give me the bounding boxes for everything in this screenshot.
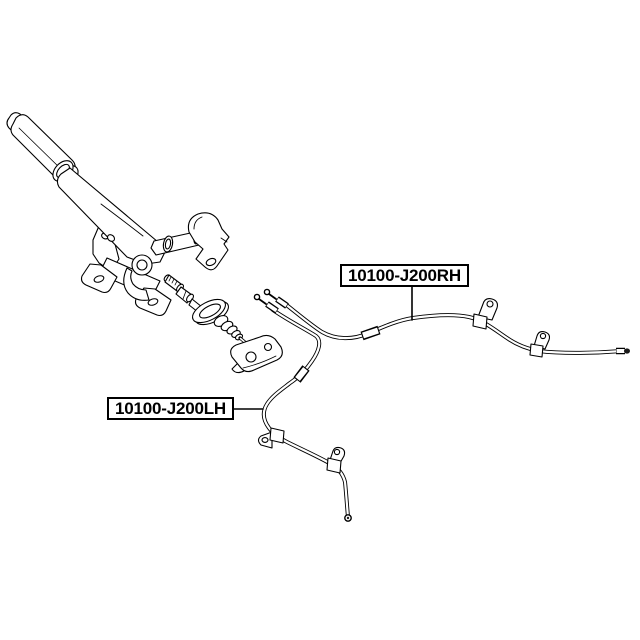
lh-cable-bracket-1 [257,427,285,449]
bracket-hole [333,448,341,456]
bolt-hole [93,275,105,283]
rh-cable-outline [282,301,624,355]
ratchet-sector [123,267,150,301]
lh-cable-rear-end [344,514,352,522]
rh-cable-bracket-1 [472,298,498,330]
cable-end-ball [263,288,271,296]
bracket-hole [539,332,547,340]
adjuster-threads [168,276,178,286]
cable-end-ball [253,293,261,301]
bracket-clip [326,457,342,474]
rh-cable-sleeve [360,325,381,341]
arm-hole [106,234,116,242]
bracket-clip [529,343,544,358]
bracket-hole [486,300,494,308]
callout-part-number-lh: 10100-J200LH [107,397,234,420]
equalizer-bracket [230,334,283,374]
nut-facet-line [182,290,187,300]
grip-highlight [18,127,64,172]
bracket-flange-line [193,216,203,230]
lh-cable-sleeve [293,365,310,383]
end-cap [624,348,630,354]
lever-pivot [131,254,153,276]
bracket-body [187,212,230,271]
bracket-clip [269,427,285,444]
equalizer-hole [263,342,273,352]
lh-cable-bracket-2 [326,446,346,474]
boot-flange-inner [199,303,221,319]
cable-end-stem [258,298,267,305]
rod-collar-inner [164,238,172,250]
rh-cable-core [282,301,624,354]
lh-cable-front-fitting [253,293,279,314]
bolt-hole [147,298,159,306]
rh-cable-front-fitting [263,288,289,309]
cable-adjuster [163,274,203,313]
lever-right-bracket [187,212,230,271]
handbrake-lever-assembly-drawing [6,112,283,374]
rh-cable-bracket-2 [529,330,551,358]
cable-boot [192,298,255,351]
bracket-clip [472,313,488,330]
right-parking-brake-cable-drawing [282,301,624,355]
sleeve-core [295,367,308,381]
lever-arm [56,167,167,265]
pivot-hole [136,259,148,271]
callout-part-number-rh: 10100-J200RH [340,264,469,287]
sleeve-core [362,327,379,339]
bolt-hole [205,257,217,267]
equalizer-hole [245,351,257,363]
bracket-slot [220,237,228,243]
arm-crease [100,203,144,237]
end-cap [346,516,350,520]
cable-end-stem [268,293,277,300]
equalizer-edge-line [242,355,277,369]
cable-end-ferrule-core [276,297,288,308]
arm-body [56,167,167,265]
cable-end-ferrule-core [266,302,278,313]
bracket-hole [261,437,269,443]
rh-cable-rear-end [616,347,630,355]
